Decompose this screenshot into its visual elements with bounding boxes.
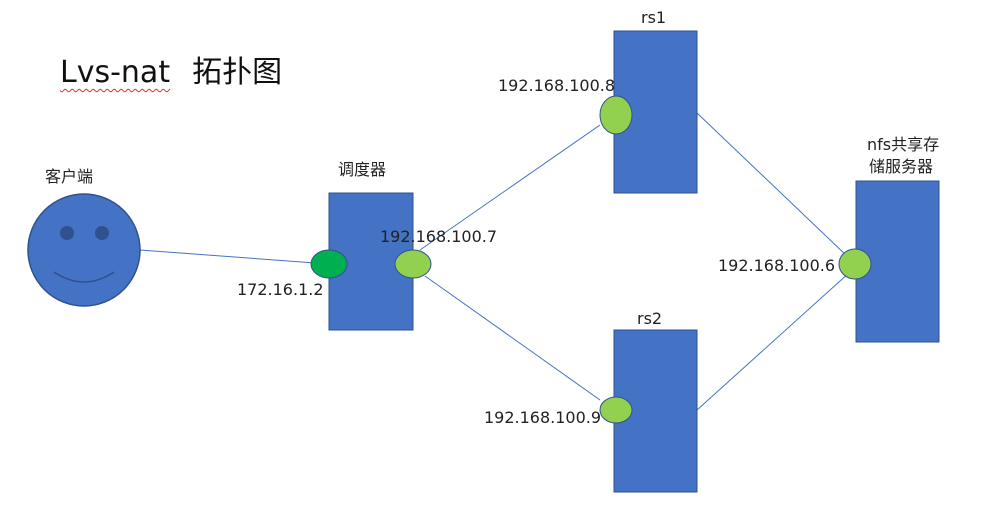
director-external-port	[310, 249, 348, 279]
nfs-label-line2: 储服务器	[869, 157, 934, 176]
nfs-label-line1: nfs共享存	[867, 135, 940, 154]
client-smiley-icon	[27, 193, 141, 307]
client-right-eye	[95, 226, 109, 240]
link-rs2-nfs	[696, 271, 851, 411]
client-label: 客户端	[45, 167, 94, 186]
link-director-rs1	[419, 124, 601, 251]
director-external-ip: 172.16.1.2	[237, 280, 324, 299]
director-internal-ip: 192.168.100.7	[380, 227, 498, 246]
nfs-ip: 192.168.100.6	[718, 256, 836, 275]
diagram-title-main: Lvs-nat	[60, 55, 171, 90]
client-face	[27, 193, 141, 307]
rs2-ip: 192.168.100.9	[484, 408, 602, 427]
director-internal-port	[394, 249, 432, 279]
diagram-title: Lvs-nat 拓扑图	[60, 58, 282, 88]
link-director-rs2	[424, 275, 601, 401]
rs2-label: rs2	[637, 309, 663, 328]
director-label: 调度器	[338, 160, 387, 179]
client-left-eye	[60, 226, 74, 240]
rs1-label: rs1	[641, 8, 667, 27]
rs1-port	[599, 95, 633, 135]
client-smile	[53, 271, 115, 283]
nfs-port	[838, 248, 872, 280]
rs1-ip: 192.168.100.8	[498, 76, 616, 95]
diagram-title-sub: 拓扑图	[192, 55, 283, 90]
rs2-port	[599, 396, 633, 424]
link-rs1-nfs	[696, 112, 849, 258]
link-client-director	[139, 249, 316, 264]
